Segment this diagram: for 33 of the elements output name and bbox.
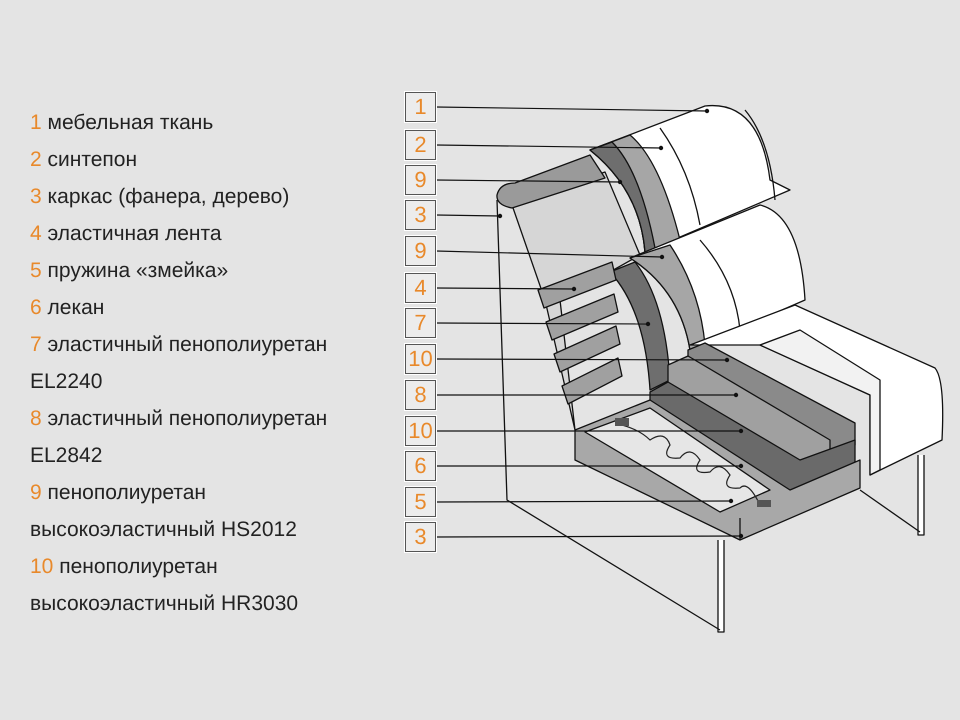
leader-line <box>436 498 734 504</box>
callout-number: 1 <box>405 92 436 122</box>
callout-number: 9 <box>405 165 436 195</box>
callout-number: 8 <box>405 380 436 410</box>
callout-number: 6 <box>405 451 436 481</box>
legend-item: 6 лекан <box>30 295 106 321</box>
legend-item: 2 синтепон <box>30 147 138 173</box>
leader-line <box>436 286 576 292</box>
callout-number: 5 <box>405 487 436 517</box>
legend-item: 5 пружина «змейка» <box>30 258 230 284</box>
leader-line <box>436 322 650 326</box>
leader-line <box>436 250 664 260</box>
leader-line <box>436 428 744 434</box>
legend-item: 1 мебельная ткань <box>30 110 214 136</box>
leader-line <box>436 179 622 184</box>
callout-number: 2 <box>405 130 436 160</box>
leader-line <box>436 214 502 218</box>
leader-line <box>436 534 744 538</box>
callout-number: 7 <box>405 308 436 338</box>
leader-line <box>436 464 744 468</box>
leader-line <box>436 106 710 114</box>
legend-item: 3 каркас (фанера, дерево) <box>30 184 290 210</box>
callout-number: 3 <box>405 200 436 230</box>
legend-item: 4 эластичная лента <box>30 221 223 247</box>
callout-number: 10 <box>405 416 436 446</box>
leader-line <box>436 144 664 150</box>
callout-number: 4 <box>405 273 436 303</box>
leader-line <box>436 392 738 398</box>
callout-number: 9 <box>405 236 436 266</box>
callout-number: 3 <box>405 522 436 552</box>
legend-item: 10 пенополиуретан высокоэластичный HR3030 <box>30 554 300 617</box>
leader-line <box>436 358 730 362</box>
callout-number: 10 <box>405 344 436 374</box>
